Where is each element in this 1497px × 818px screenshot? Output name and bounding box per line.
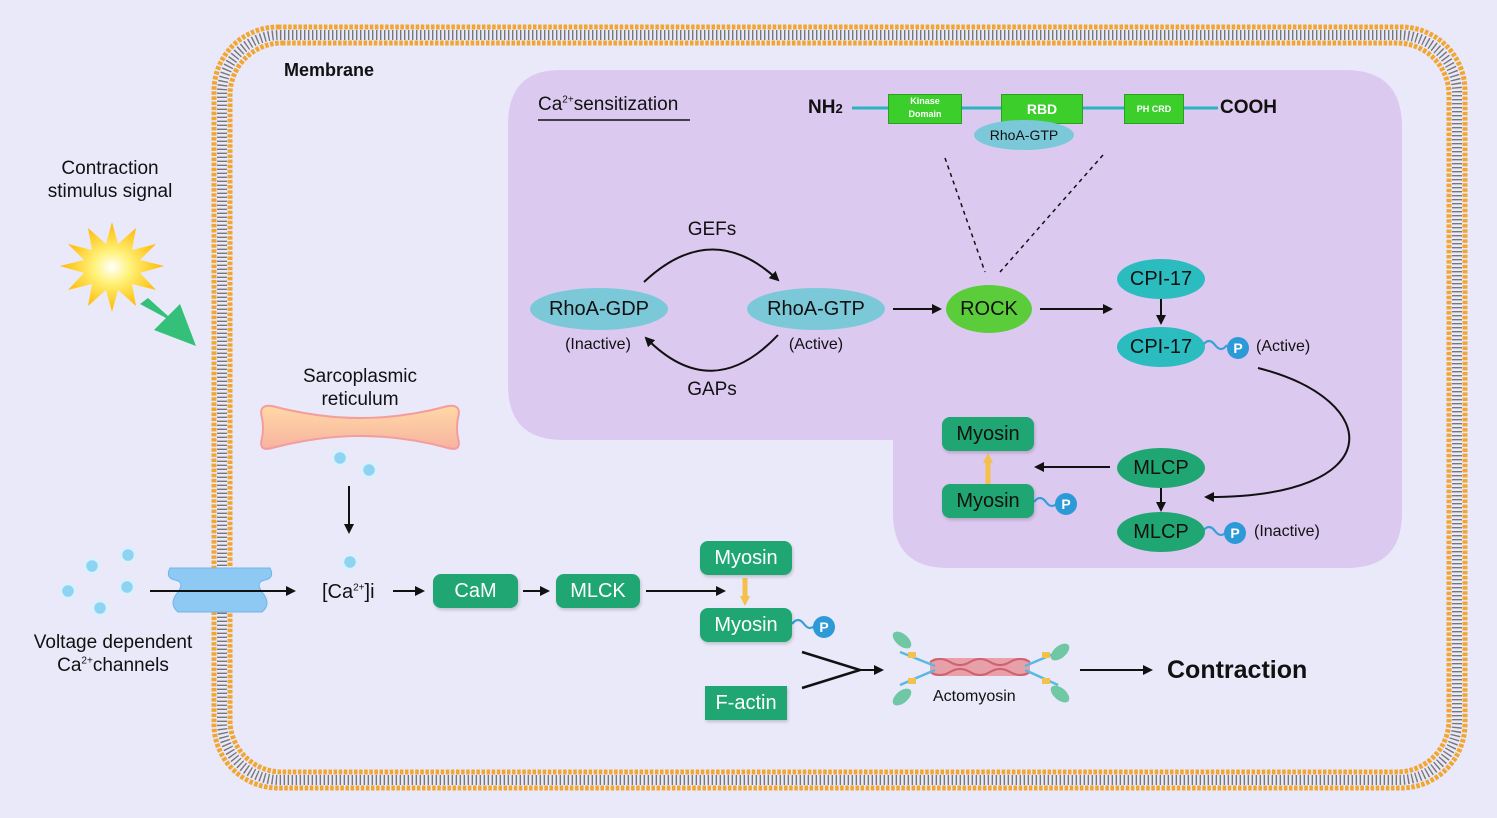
channel-label-line1: Voltage dependent [33, 632, 193, 653]
membrane-label: Membrane [284, 60, 375, 80]
rhoa-gdp-oval: RhoA-GDP [530, 288, 668, 330]
phospho-cpi17-oval: CPI-17 [1117, 327, 1205, 367]
sensitization-phospho-myosin-box: Myosin [942, 484, 1034, 518]
sensitization-title: Ca2+sensitization [538, 94, 679, 115]
gaps-label: GAPs [687, 379, 737, 400]
rbd-domain-box: RBD [1001, 94, 1083, 124]
myosin-box: Myosin [700, 541, 792, 575]
intracellular-calcium-label: [Ca2+]i [322, 581, 375, 603]
phosphate-tails [791, 339, 1228, 630]
sr-label-line1: Sarcoplasmic [302, 366, 418, 387]
cam-box: CaM [433, 574, 518, 608]
sensitization-myosin-box: Myosin [942, 417, 1034, 451]
sarcoplasmic-reticulum-shape [260, 404, 460, 450]
cell-membrane [211, 24, 1468, 791]
mlck-box: MLCK [556, 574, 640, 608]
nh2-label: NH2 [808, 97, 843, 118]
kinase-domain-box: Kinase Domain [888, 94, 962, 124]
contraction-label: Contraction [1167, 656, 1308, 684]
mlcp-oval: MLCP [1117, 448, 1205, 488]
cpi17-active-label: (Active) [1256, 338, 1311, 355]
stimulus-arrow-icon [140, 298, 196, 346]
cpi17-oval: CPI-17 [1117, 259, 1205, 299]
stimulus-label: Contraction stimulus signal [48, 158, 173, 204]
cooh-label: COOH [1220, 97, 1277, 118]
cpi17-phosphate-icon: P [1227, 337, 1249, 359]
rhoa-gtp-state-label: (Active) [788, 336, 844, 353]
main-pathway-arrows [150, 486, 1153, 690]
phospho-myosin-box: Myosin [700, 608, 792, 642]
mlcp-inactive-label: (Inactive) [1254, 523, 1320, 540]
rhoa-gtp-bound-oval: RhoA-GTP [974, 120, 1074, 150]
channel-label-line2: Ca2+channels [57, 654, 169, 676]
rock-dashed-links [944, 154, 1104, 273]
ph-crd-domain-box: PH CRD [1124, 94, 1184, 124]
sr-label-line2: reticulum [321, 388, 399, 410]
sr-label: Sarcoplasmic reticulum [303, 366, 417, 412]
f-actin-box: F-actin [705, 686, 787, 720]
rhoa-gtp-oval: RhoA-GTP [747, 288, 885, 330]
actomyosin-label: Actomyosin [933, 688, 1016, 705]
extracellular-calcium-ions [59, 546, 137, 617]
rhoa-gdp-state-label: (Inactive) [565, 336, 631, 353]
phosphate-icon: P [813, 616, 835, 638]
rock-oval: ROCK [946, 285, 1032, 333]
sensitization-myosin-phosphate-icon: P [1055, 493, 1077, 515]
stimulus-sun-icon [60, 222, 164, 312]
actomyosin-icon [892, 631, 1070, 706]
sensitization-arrows [643, 248, 1351, 512]
stimulus-label-line1: Contraction [61, 158, 159, 179]
channel-label: Voltage dependent Ca2+channels [34, 632, 193, 678]
stimulus-label-line2: stimulus signal [47, 180, 173, 202]
gefs-label: GEFs [687, 219, 737, 240]
mlcp-phosphate-icon: P [1224, 522, 1246, 544]
phospho-mlcp-oval: MLCP [1117, 512, 1205, 552]
sr-calcium-ions [331, 449, 378, 571]
